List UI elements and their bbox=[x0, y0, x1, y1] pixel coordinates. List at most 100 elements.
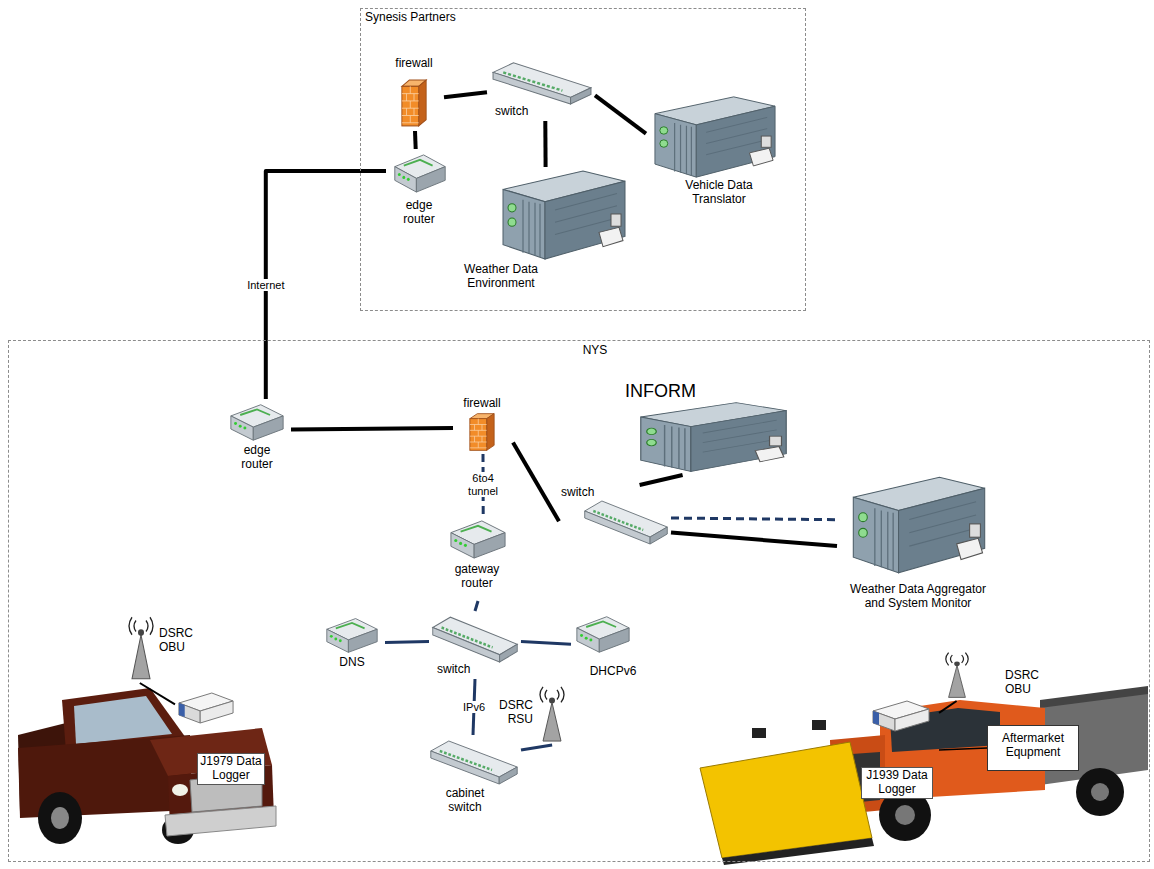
router-icon-part bbox=[459, 542, 462, 545]
router-icon-part bbox=[243, 427, 246, 430]
antenna-icon-part bbox=[132, 635, 150, 679]
router-icon-part bbox=[454, 539, 457, 542]
server-icon-part bbox=[899, 488, 985, 572]
server-icon-part bbox=[503, 189, 545, 259]
node-label: firewall bbox=[386, 57, 442, 71]
node-label: INFORM bbox=[625, 381, 725, 402]
plow-truck bbox=[700, 686, 1148, 865]
pickup-truck bbox=[18, 688, 276, 844]
server-icon-part bbox=[755, 447, 784, 462]
node-label: DSRC OBU bbox=[159, 627, 197, 655]
firewall-icon bbox=[400, 78, 428, 128]
logger-node: J1979 Data Logger bbox=[175, 689, 267, 791]
router-node: edge router bbox=[223, 399, 291, 475]
antenna-icon-part bbox=[954, 661, 960, 666]
server-node: Vehicle Data Translator bbox=[646, 93, 782, 209]
router-icon-part bbox=[461, 526, 492, 532]
antenna-icon-part bbox=[543, 702, 561, 741]
logger-icon-part bbox=[179, 703, 200, 723]
pickup-truck-part bbox=[74, 696, 172, 744]
connector bbox=[671, 533, 837, 547]
server-node: Weather Data Aggregator and System Monit… bbox=[837, 473, 1013, 619]
router-node: edge router bbox=[386, 149, 452, 234]
switch-icon-part bbox=[440, 751, 492, 770]
connector bbox=[521, 642, 571, 645]
plow-truck-part bbox=[1091, 783, 1109, 801]
router-icon-part bbox=[407, 178, 410, 181]
router-icon-part bbox=[402, 176, 405, 179]
region-box: Synesis Partnersfirewallswitchedge route… bbox=[360, 8, 806, 311]
node-label: DNS bbox=[321, 656, 383, 670]
node-label: switch bbox=[495, 105, 545, 119]
node-label: DSRC OBU bbox=[1005, 669, 1043, 697]
switch-icon-part bbox=[585, 511, 650, 544]
server-icon-part bbox=[875, 508, 893, 570]
logger-node: J1939 Data Logger bbox=[859, 697, 939, 803]
connector bbox=[291, 428, 453, 430]
pickup-truck-part bbox=[165, 806, 276, 836]
switch-icon-part bbox=[499, 767, 517, 784]
server-icon-part bbox=[665, 425, 685, 470]
connector bbox=[385, 640, 429, 644]
server-icon-part bbox=[696, 106, 775, 177]
server-icon-part bbox=[655, 114, 696, 177]
region-title: NYS bbox=[560, 344, 630, 358]
firewall-icon-part bbox=[487, 414, 494, 451]
plow-truck-part bbox=[700, 742, 872, 858]
antenna-icon-part bbox=[138, 629, 144, 636]
node-label: cabinet switch bbox=[437, 787, 493, 815]
edge-label: IPv6 bbox=[461, 701, 487, 714]
router-icon-part bbox=[253, 416, 283, 440]
node-label: DSRC RSU bbox=[485, 699, 533, 727]
connector bbox=[939, 701, 957, 713]
router-icon-part bbox=[451, 533, 474, 558]
antenna-node: DSRC OBU bbox=[125, 613, 199, 683]
server-icon-part bbox=[770, 436, 782, 446]
antenna-node: DSRC RSU bbox=[485, 683, 571, 745]
server-icon-part bbox=[545, 181, 625, 259]
connector bbox=[671, 518, 837, 520]
antenna-icon-part bbox=[549, 698, 555, 704]
server-icon-part bbox=[853, 497, 898, 573]
connector bbox=[513, 442, 559, 521]
server-icon-part bbox=[675, 123, 692, 175]
antenna-node: DSRC OBU bbox=[941, 649, 1045, 701]
switch-icon-part bbox=[571, 88, 591, 104]
switch-icon-part bbox=[500, 644, 518, 662]
router-icon-part bbox=[589, 639, 592, 642]
router-icon-part bbox=[474, 533, 505, 558]
server-icon-part bbox=[641, 417, 691, 471]
router-icon-part bbox=[599, 628, 629, 652]
router-icon-part bbox=[234, 422, 237, 425]
switch-node: switch bbox=[559, 485, 671, 551]
node-label: edge router bbox=[232, 444, 282, 472]
router-icon-part bbox=[395, 167, 417, 192]
logger-icon-part bbox=[200, 701, 233, 723]
router-node: DHCPv6 bbox=[571, 611, 647, 685]
firewall-icon bbox=[468, 412, 496, 452]
server-icon-part bbox=[599, 227, 623, 246]
server-icon-part bbox=[909, 502, 976, 546]
logger-icon-part bbox=[895, 709, 929, 731]
firewall-node: firewall bbox=[386, 56, 444, 131]
router-node: gateway router bbox=[441, 515, 515, 601]
plow-truck-part bbox=[895, 805, 915, 825]
server-icon-part bbox=[691, 411, 786, 472]
router-icon-part bbox=[577, 628, 599, 652]
region-box: NYSedge routerfirewallINFORMswitchgatewa… bbox=[8, 340, 1150, 862]
antenna-icon-part bbox=[540, 687, 564, 702]
firewall-icon-part bbox=[402, 86, 419, 122]
plow-truck-part bbox=[722, 838, 874, 865]
router-icon-part bbox=[348, 629, 377, 652]
connector bbox=[521, 745, 552, 750]
router-icon-part bbox=[240, 409, 270, 415]
switch-icon-part bbox=[593, 511, 643, 530]
pickup-truck-part bbox=[172, 784, 188, 796]
node-label: J1979 Data Logger bbox=[197, 753, 265, 785]
node-label: switch bbox=[561, 486, 611, 500]
server-icon-part bbox=[555, 194, 617, 235]
switch-icon bbox=[431, 613, 519, 663]
plow-truck-part bbox=[752, 728, 766, 738]
